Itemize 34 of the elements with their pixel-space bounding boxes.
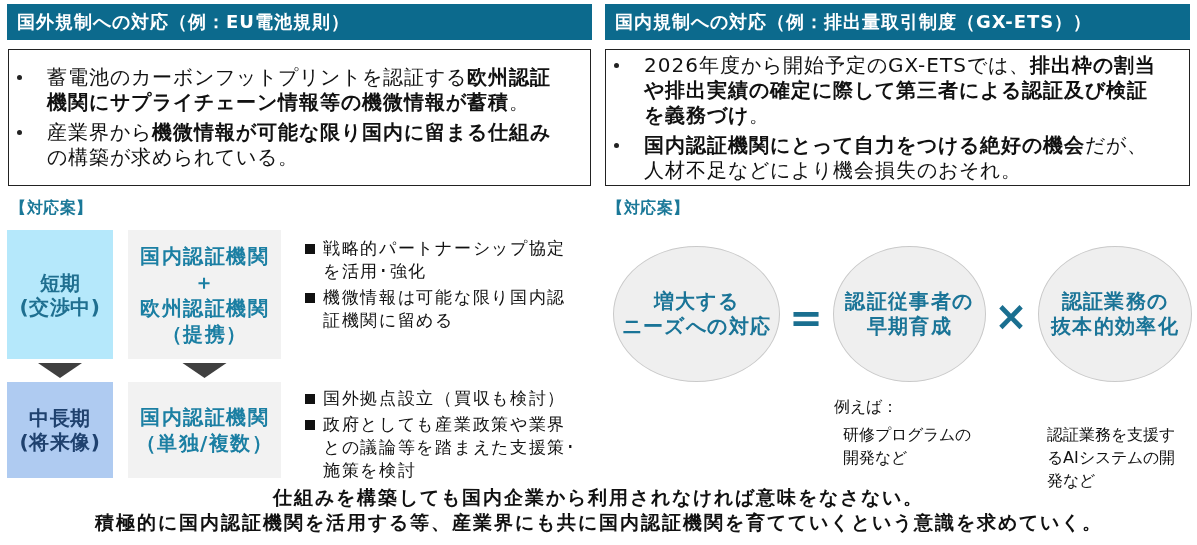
section-label: 【対応案】 bbox=[607, 198, 690, 218]
example-intro-text: 例えば： bbox=[834, 397, 898, 417]
equals-sign: = bbox=[789, 298, 823, 338]
section-header-band bbox=[7, 4, 592, 40]
period-label: 短期(交渉中) bbox=[19, 270, 101, 319]
section-header-band bbox=[605, 4, 1190, 40]
section-label: 【対応案】 bbox=[10, 198, 93, 218]
down-chevron-arrow bbox=[182, 363, 227, 378]
option-label: 国内認証機関＋欧州認証機関（提携） bbox=[140, 242, 269, 347]
period-label: 中長期(将来像) bbox=[19, 406, 101, 454]
option-label: 国内認証機関（単独/複数） bbox=[135, 404, 274, 456]
bullet-text: 蓄電池のカーボンフットプリントを認証する欧州認証機関にサプライチェーン情報等の機微情報が蓄積。 bbox=[47, 65, 552, 115]
bullet-panel bbox=[605, 49, 1190, 186]
bullet-text: 国外拠点設立（買収も検討） bbox=[323, 387, 568, 410]
concept-label: 認証業務の抜本的効率化 bbox=[1050, 289, 1180, 339]
section-title: 国内規制への対応（例：排出量取引制度（GX-ETS）） bbox=[615, 10, 1093, 34]
concept-label: 増大するニーズへの対応 bbox=[621, 289, 772, 339]
bullet-text: 産業界から機微情報が可能な限り国内に留まる仕組みの構築が求められている。 bbox=[47, 120, 552, 170]
bullet-panel bbox=[8, 49, 591, 186]
period-box bbox=[7, 382, 113, 478]
period-box bbox=[7, 230, 113, 359]
section-title: 国外規制への対応（例：EU電池規則） bbox=[17, 10, 350, 34]
conclusion-text: 仕組みを構築しても国内企業から利用されなければ意味をなさない。 bbox=[273, 486, 924, 508]
conclusion-text: 積極的に国内認証機関を活用する等、産業界にも共に国内認証機関を育てていくという意識を求めていく。 bbox=[94, 511, 1103, 533]
example-text: 認証業務を支援するAIシステムの開発など bbox=[1047, 424, 1176, 492]
bullet-text: 2026年度から開始予定のGX-ETSでは、排出枠の割当や排出実績の確定に際して第三者による認証及び検証を義務づけ。 bbox=[644, 53, 1157, 128]
multiply-sign: × bbox=[994, 296, 1028, 336]
bullet-text: 国内認証機関にとって自力をつける絶好の機会だが、人材不足などにより機会損失のおそれ。 bbox=[644, 133, 1149, 183]
bullet-text: 政府としても産業政策や業界との議論等を踏まえた支援策･施策を検討 bbox=[323, 413, 578, 482]
example-text: 研修プログラムの開発など bbox=[843, 424, 972, 469]
concept-label: 認証従事者の早期育成 bbox=[845, 289, 974, 339]
bullet-text: 機微情報は可能な限り国内認証機関に留める bbox=[323, 286, 568, 332]
bullet-text: 戦略的パートナーシップ協定を活用･強化 bbox=[323, 237, 568, 283]
down-chevron-arrow bbox=[38, 363, 82, 378]
